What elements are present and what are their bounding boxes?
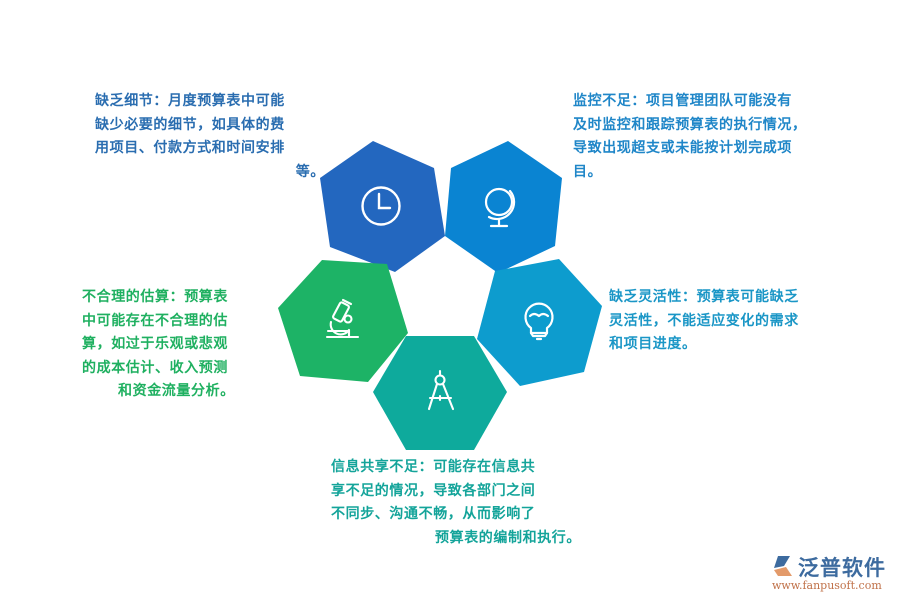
clock-icon (361, 186, 401, 226)
text-line: 用项目、付款方式和时间安排 (95, 140, 285, 156)
text-line: 及时监控和跟踪预算表的执行情况， (573, 116, 807, 133)
text-lack-flexibility: 缺乏灵活性：预算表可能缺乏 灵活性，不能适应变化的需求 和项目进度。 (609, 286, 849, 357)
text-line: 享不足的情况，导致各部门之间 (331, 482, 536, 499)
hexagon-insufficient-monitoring (445, 141, 562, 273)
lightbulb-icon (524, 302, 554, 341)
globe-icon (484, 187, 516, 228)
text-line: 和项目进度。 (609, 336, 697, 352)
text-line: 灵活性，不能适应变化的需求 (609, 312, 799, 329)
text-line: 目。 (573, 163, 603, 180)
logo-name: 泛普软件 (798, 556, 886, 580)
text-line: 和资金流量分析。 (118, 383, 235, 399)
text-line: 等。 (295, 163, 325, 180)
text-line: 不合理的估算：预算表 (82, 289, 228, 305)
text-unreasonable-estimates: 不合理的估算：预算表 中可能存在不合理的估 算，如过于乐观或悲观 的成本估计、收… (82, 286, 262, 404)
brand-logo: 泛普软件 www.fanpusoft.com (770, 552, 895, 597)
text-insufficient-monitoring: 监控不足：项目管理团队可能没有 及时监控和跟踪预算表的执行情况， 导致出现超支或… (573, 90, 863, 184)
text-line: 预算表的编制和执行。 (435, 529, 581, 546)
text-line: 导致出现超支或未能按计划完成项 (573, 140, 792, 156)
text-line: 中可能存在不合理的估 (82, 312, 228, 329)
text-line: 缺乏细节：月度预算表中可能 (95, 93, 285, 109)
hexagon-lack-flexibility (477, 259, 602, 386)
text-line: 的成本估计、收入预测 (82, 359, 228, 376)
logo-url: www.fanpusoft.com (772, 579, 882, 592)
logo-mark-icon (774, 556, 792, 576)
hexagon-lack-detail (320, 141, 445, 272)
text-lack-detail: 缺乏细节：月度预算表中可能 缺少必要的细节，如具体的费 用项目、付款方式和时间安… (95, 90, 325, 184)
text-line: 缺乏灵活性：预算表可能缺乏 (609, 289, 799, 305)
text-line: 算，如过于乐观或悲观 (82, 336, 228, 352)
microscope-icon (325, 298, 360, 339)
text-line: 信息共享不足：可能存在信息共 (331, 459, 536, 475)
text-line: 监控不足：项目管理团队可能没有 (573, 93, 792, 109)
text-insufficient-info-sharing: 信息共享不足：可能存在信息共 享不足的情况，导致各部门之间 不同步、沟通不畅，从… (331, 456, 581, 550)
text-line: 不同步、沟通不畅，从而影响了 (331, 506, 536, 522)
text-line: 缺少必要的细节，如具体的费 (95, 116, 285, 133)
hexagon-unreasonable-estimates (278, 260, 408, 382)
compass-icon (427, 369, 455, 411)
hexagon-insufficient-info-sharing (373, 336, 507, 450)
